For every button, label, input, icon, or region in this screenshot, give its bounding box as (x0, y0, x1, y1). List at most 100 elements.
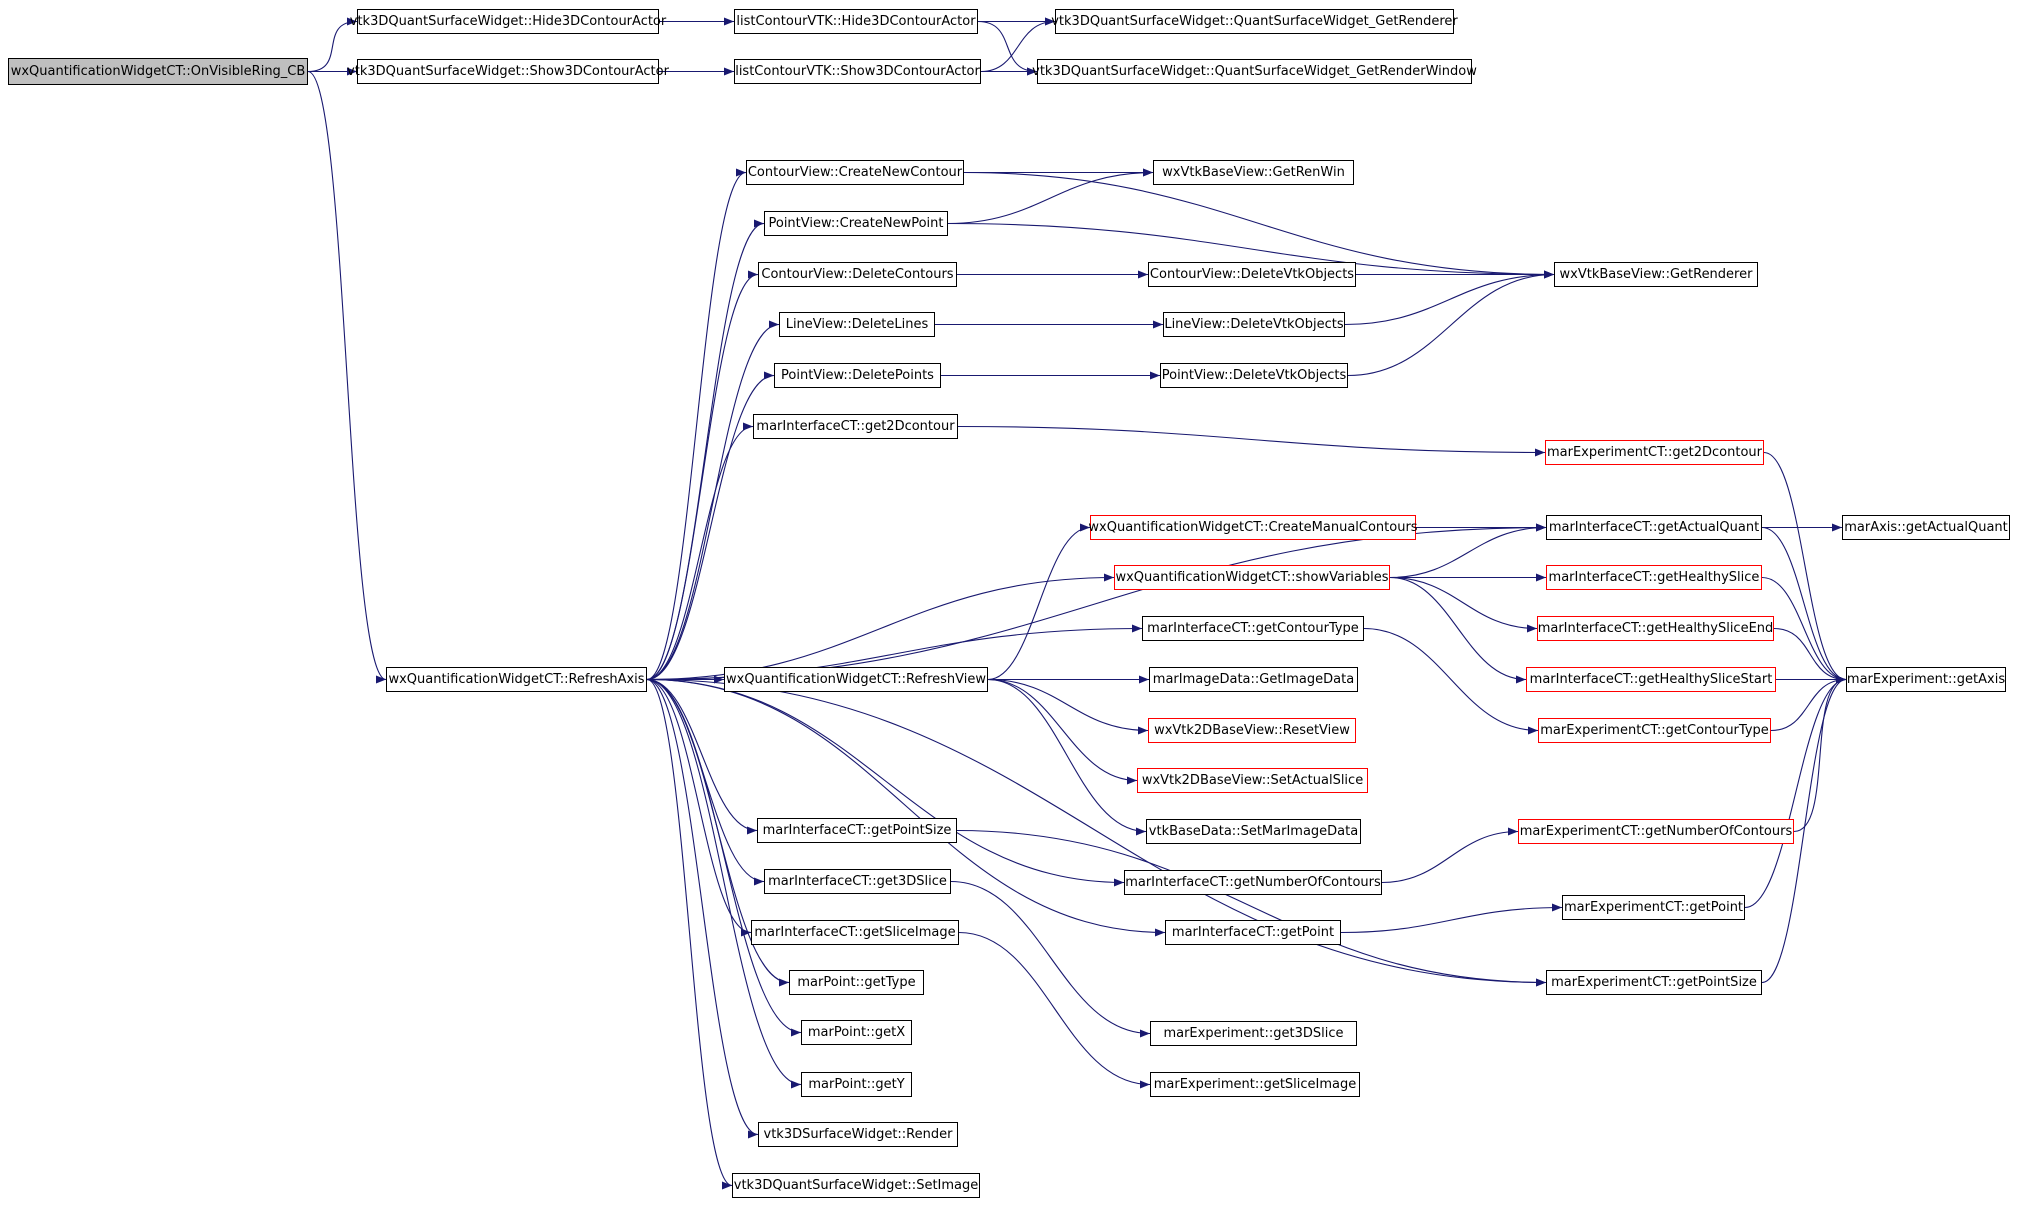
graph-node-marexperimentct-getpointsize[interactable]: marExperimentCT::getPointSize (1546, 970, 1762, 995)
graph-node-vtk3dquantsurfacewidget-hide3dcontouractor[interactable]: vtk3DQuantSurfaceWidget::Hide3DContourAc… (350, 9, 666, 34)
graph-node-vtk3dquantsurfacewidget-quantsurfacewidget-getrenderer[interactable]: vtk3DQuantSurfaceWidget::QuantSurfaceWid… (1051, 9, 1458, 34)
edge-n3-to-n40 (646, 523, 1547, 681)
graph-node-marpoint-getx[interactable]: marPoint::getX (801, 1020, 912, 1045)
edge-n0-to-n3 (307, 70, 387, 684)
edge-n44-to-n49 (1770, 675, 1847, 732)
edge-n9-to-n23 (947, 168, 1154, 225)
edge-n34-to-n45 (1381, 827, 1519, 884)
edge-n3-to-n12 (646, 371, 775, 681)
edge-n13-to-n39 (957, 425, 1546, 457)
edge-n16-to-n36 (950, 880, 1151, 1038)
graph-node-marpoint-gety[interactable]: marPoint::getY (801, 1072, 912, 1097)
edge-n28-to-n42 (1389, 576, 1538, 633)
graph-node-wxquantificationwidgetct-onvisiblering-cb[interactable]: wxQuantificationWidgetCT::OnVisibleRing_… (8, 58, 308, 85)
graph-node-wxvtk2dbaseview-resetview[interactable]: wxVtk2DBaseView::ResetView (1148, 718, 1356, 743)
edge-n5-to-n6 (980, 17, 1056, 73)
graph-node-contourview-createnewcontour[interactable]: ContourView::CreateNewContour (746, 160, 964, 185)
graph-node-wxquantificationwidgetct-showvariables[interactable]: wxQuantificationWidgetCT::showVariables (1114, 565, 1390, 590)
edge-n14-to-n33 (987, 678, 1147, 836)
graph-node-wxquantificationwidgetct-refreshaxis[interactable]: wxQuantificationWidgetCT::RefreshAxis (386, 667, 647, 692)
edge-n39-to-n49 (1763, 451, 1847, 684)
edge-n40-to-n49 (1761, 526, 1847, 684)
edge-n45-to-n49 (1793, 675, 1847, 833)
graph-node-listcontourvtk-hide3dcontouractor[interactable]: listContourVTK::Hide3DContourActor (734, 9, 978, 34)
graph-node-marexperiment-getsliceimage[interactable]: marExperiment::getSliceImage (1150, 1072, 1360, 1097)
graph-node-wxvtkbaseview-getrenwin[interactable]: wxVtkBaseView::GetRenWin (1153, 160, 1354, 185)
edge-n3-to-n19 (646, 678, 802, 1037)
edge-n3-to-n11 (646, 320, 780, 681)
graph-node-maraxis-getactualquant[interactable]: marAxis::getActualQuant (1842, 515, 2010, 540)
graph-node-marinterfacect-getpoint[interactable]: marInterfaceCT::getPoint (1165, 920, 1341, 945)
edge-n3-to-n22 (646, 678, 733, 1190)
graph-node-wxquantificationwidgetct-refreshview[interactable]: wxQuantificationWidgetCT::RefreshView (724, 667, 988, 692)
graph-node-marexperimentct-getpoint[interactable]: marExperimentCT::getPoint (1562, 895, 1745, 920)
edge-n4-to-n7 (977, 20, 1038, 76)
edge-n28-to-n40 (1389, 523, 1547, 579)
graph-node-listcontourvtk-show3dcontouractor[interactable]: listContourVTK::Show3DContourActor (734, 59, 981, 84)
edge-n15-to-n47 (956, 829, 1547, 987)
edge-n3-to-n17 (646, 678, 752, 937)
graph-node-marpoint-gettype[interactable]: marPoint::getType (789, 970, 924, 995)
graph-node-marinterfacect-getnumberofcontours[interactable]: marInterfaceCT::getNumberOfContours (1124, 870, 1382, 895)
graph-node-marimagedata-getimagedata[interactable]: marImageData::GetImageData (1149, 667, 1358, 692)
graph-node-pointview-deletevtkobjects[interactable]: PointView::DeleteVtkObjects (1160, 363, 1348, 388)
graph-node-vtk3dquantsurfacewidget-show3dcontouractor[interactable]: vtk3DQuantSurfaceWidget::Show3DContourAc… (347, 59, 669, 84)
graph-node-lineview-deletelines[interactable]: LineView::DeleteLines (779, 312, 935, 337)
edge-n47-to-n49 (1761, 675, 1847, 984)
graph-node-contourview-deletevtkobjects[interactable]: ContourView::DeleteVtkObjects (1148, 262, 1356, 287)
edge-n8-to-n38 (963, 171, 1555, 279)
graph-node-contourview-deletecontours[interactable]: ContourView::DeleteContours (758, 262, 957, 287)
edge-n3-to-n10 (646, 270, 759, 681)
graph-node-marinterfacect-getactualquant[interactable]: marInterfaceCT::getActualQuant (1546, 515, 1762, 540)
edge-n3-to-n13 (646, 422, 754, 681)
graph-node-marinterfacect-gethealthyslicestart[interactable]: marInterfaceCT::getHealthySliceStart (1526, 667, 1776, 692)
edge-n3-to-n47 (646, 678, 1547, 987)
edge-n3-to-n21 (646, 678, 759, 1139)
edge-n28-to-n43 (1389, 576, 1527, 684)
edge-n3-to-n35 (646, 678, 1166, 937)
graph-node-pointview-deletepoints[interactable]: PointView::DeletePoints (774, 363, 941, 388)
graph-node-wxquantificationwidgetct-createmanualcontours[interactable]: wxQuantificationWidgetCT::CreateManualCo… (1088, 515, 1418, 540)
edge-n3-to-n34 (646, 678, 1125, 887)
edge-n46-to-n49 (1744, 675, 1847, 909)
graph-node-marinterfacect-getsliceimage[interactable]: marInterfaceCT::getSliceImage (751, 920, 959, 945)
graph-node-marinterfacect-get2dcontour[interactable]: marInterfaceCT::get2Dcontour (753, 414, 958, 439)
graph-node-marexperiment-getaxis[interactable]: marExperiment::getAxis (1846, 667, 2006, 692)
graph-node-lineview-deletevtkobjects[interactable]: LineView::DeleteVtkObjects (1163, 312, 1345, 337)
edge-n41-to-n49 (1761, 576, 1847, 684)
graph-node-marinterfacect-gethealthysliceend[interactable]: marInterfaceCT::getHealthySliceEnd (1537, 616, 1774, 641)
edge-n3-to-n20 (646, 678, 802, 1089)
graph-node-wxvtkbaseview-getrenderer[interactable]: wxVtkBaseView::GetRenderer (1554, 262, 1758, 287)
graph-node-vtk3dquantsurfacewidget-setimage[interactable]: vtk3DQuantSurfaceWidget::SetImage (732, 1173, 980, 1198)
graph-node-marexperimentct-getnumberofcontours[interactable]: marExperimentCT::getNumberOfContours (1518, 819, 1794, 844)
graph-node-marinterfacect-getcontourtype[interactable]: marInterfaceCT::getContourType (1142, 616, 1364, 641)
graph-node-marinterfacect-get3dslice[interactable]: marInterfaceCT::get3DSlice (764, 869, 951, 894)
edge-n3-to-n9 (646, 219, 765, 681)
graph-node-vtk3dquantsurfacewidget-quantsurfacewidget-getrenderwindow[interactable]: vtk3DQuantSurfaceWidget::QuantSurfaceWid… (1032, 59, 1477, 84)
edge-n25-to-n38 (1344, 270, 1555, 326)
edge-n3-to-n15 (646, 678, 758, 835)
edge-n3-to-n8 (646, 168, 747, 681)
edge-n0-to-n1 (307, 17, 358, 73)
graph-node-vtk3dsurfacewidget-render[interactable]: vtk3DSurfaceWidget::Render (758, 1122, 958, 1147)
graph-node-marexperimentct-getcontourtype[interactable]: marExperimentCT::getContourType (1538, 718, 1771, 743)
graph-node-pointview-createnewpoint[interactable]: PointView::CreateNewPoint (764, 211, 948, 236)
graph-node-marexperiment-get3dslice[interactable]: marExperiment::get3DSlice (1150, 1021, 1357, 1046)
edge-n9-to-n38 (947, 222, 1555, 279)
graph-node-marinterfacect-getpointsize[interactable]: marInterfaceCT::getPointSize (757, 818, 957, 843)
edge-n14-to-n27 (987, 523, 1091, 681)
edge-n14-to-n31 (987, 678, 1149, 735)
graph-node-wxvtk2dbaseview-setactualslice[interactable]: wxVtk2DBaseView::SetActualSlice (1137, 768, 1368, 793)
edge-n29-to-n44 (1363, 627, 1539, 735)
graph-node-vtkbasedata-setmarimagedata[interactable]: vtkBaseData::SetMarImageData (1146, 819, 1361, 844)
edge-n3-to-n28 (646, 573, 1115, 681)
edge-n26-to-n38 (1347, 270, 1555, 377)
graph-node-marinterfacect-gethealthyslice[interactable]: marInterfaceCT::getHealthySlice (1546, 565, 1762, 590)
edge-n35-to-n46 (1340, 903, 1563, 934)
edge-n42-to-n49 (1773, 627, 1847, 684)
edge-n17-to-n37 (958, 931, 1151, 1089)
graph-node-marexperimentct-get2dcontour[interactable]: marExperimentCT::get2Dcontour (1545, 440, 1764, 465)
edge-n14-to-n32 (987, 678, 1138, 785)
